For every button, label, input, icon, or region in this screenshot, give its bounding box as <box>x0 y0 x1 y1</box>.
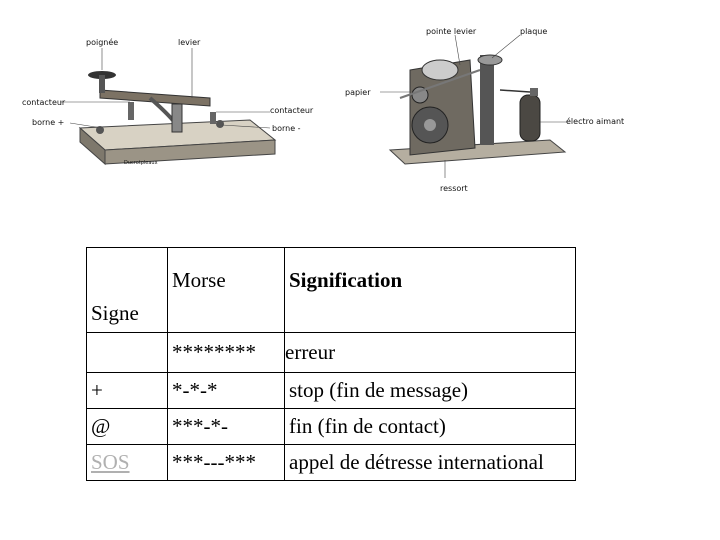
label-borne-plus: borne + <box>32 118 65 127</box>
label-poignee: poignée <box>86 38 119 47</box>
label-pointe-levier: pointe levier <box>426 27 477 36</box>
label-plaque: plaque <box>520 27 548 36</box>
header-morse: Morse <box>167 247 285 333</box>
cell-morse: ***---*** <box>167 444 285 481</box>
cell-signification: stop (fin de message) <box>284 372 576 409</box>
cell-signe: @ <box>86 408 168 445</box>
table-row: @ ***-*- fin (fin de contact) <box>86 408 576 445</box>
cell-signification: erreur <box>284 332 576 373</box>
morse-key-illustration <box>60 48 277 166</box>
cell-signe: + <box>86 372 168 409</box>
table-row: SOS ***---*** appel de détresse internat… <box>86 444 576 481</box>
cell-signe <box>86 332 168 373</box>
cell-signe-sos-link[interactable]: SOS <box>86 444 168 481</box>
cell-morse: *-*-* <box>167 372 285 409</box>
cell-signification: fin (fin de contact) <box>284 408 576 445</box>
label-levier: levier <box>178 38 201 47</box>
label-ressort: ressort <box>440 184 468 193</box>
label-contacteur-left: contacteur <box>22 98 66 107</box>
label-contacteur-right: contacteur <box>270 106 314 115</box>
cell-morse: ******** <box>167 332 285 373</box>
cell-morse: ***-*- <box>167 408 285 445</box>
table-row: + *-*-* stop (fin de message) <box>86 372 576 409</box>
table-row: ******** erreur <box>86 332 576 373</box>
label-electro-aimant: électro aimant <box>566 117 625 126</box>
header-signe: Signe <box>86 247 168 333</box>
label-caption: Ducrotpleaux <box>124 160 158 166</box>
table-header-row: Signe Morse Signification <box>86 247 576 333</box>
cell-signification: appel de détresse international <box>284 444 576 481</box>
label-borne-minus: borne - <box>272 124 301 133</box>
morse-receiver-illustration <box>380 34 568 178</box>
header-signification: Signification <box>284 247 576 333</box>
morse-code-table: Signe Morse Signification ******** erreu… <box>86 247 576 481</box>
label-papier: papier <box>345 88 371 97</box>
